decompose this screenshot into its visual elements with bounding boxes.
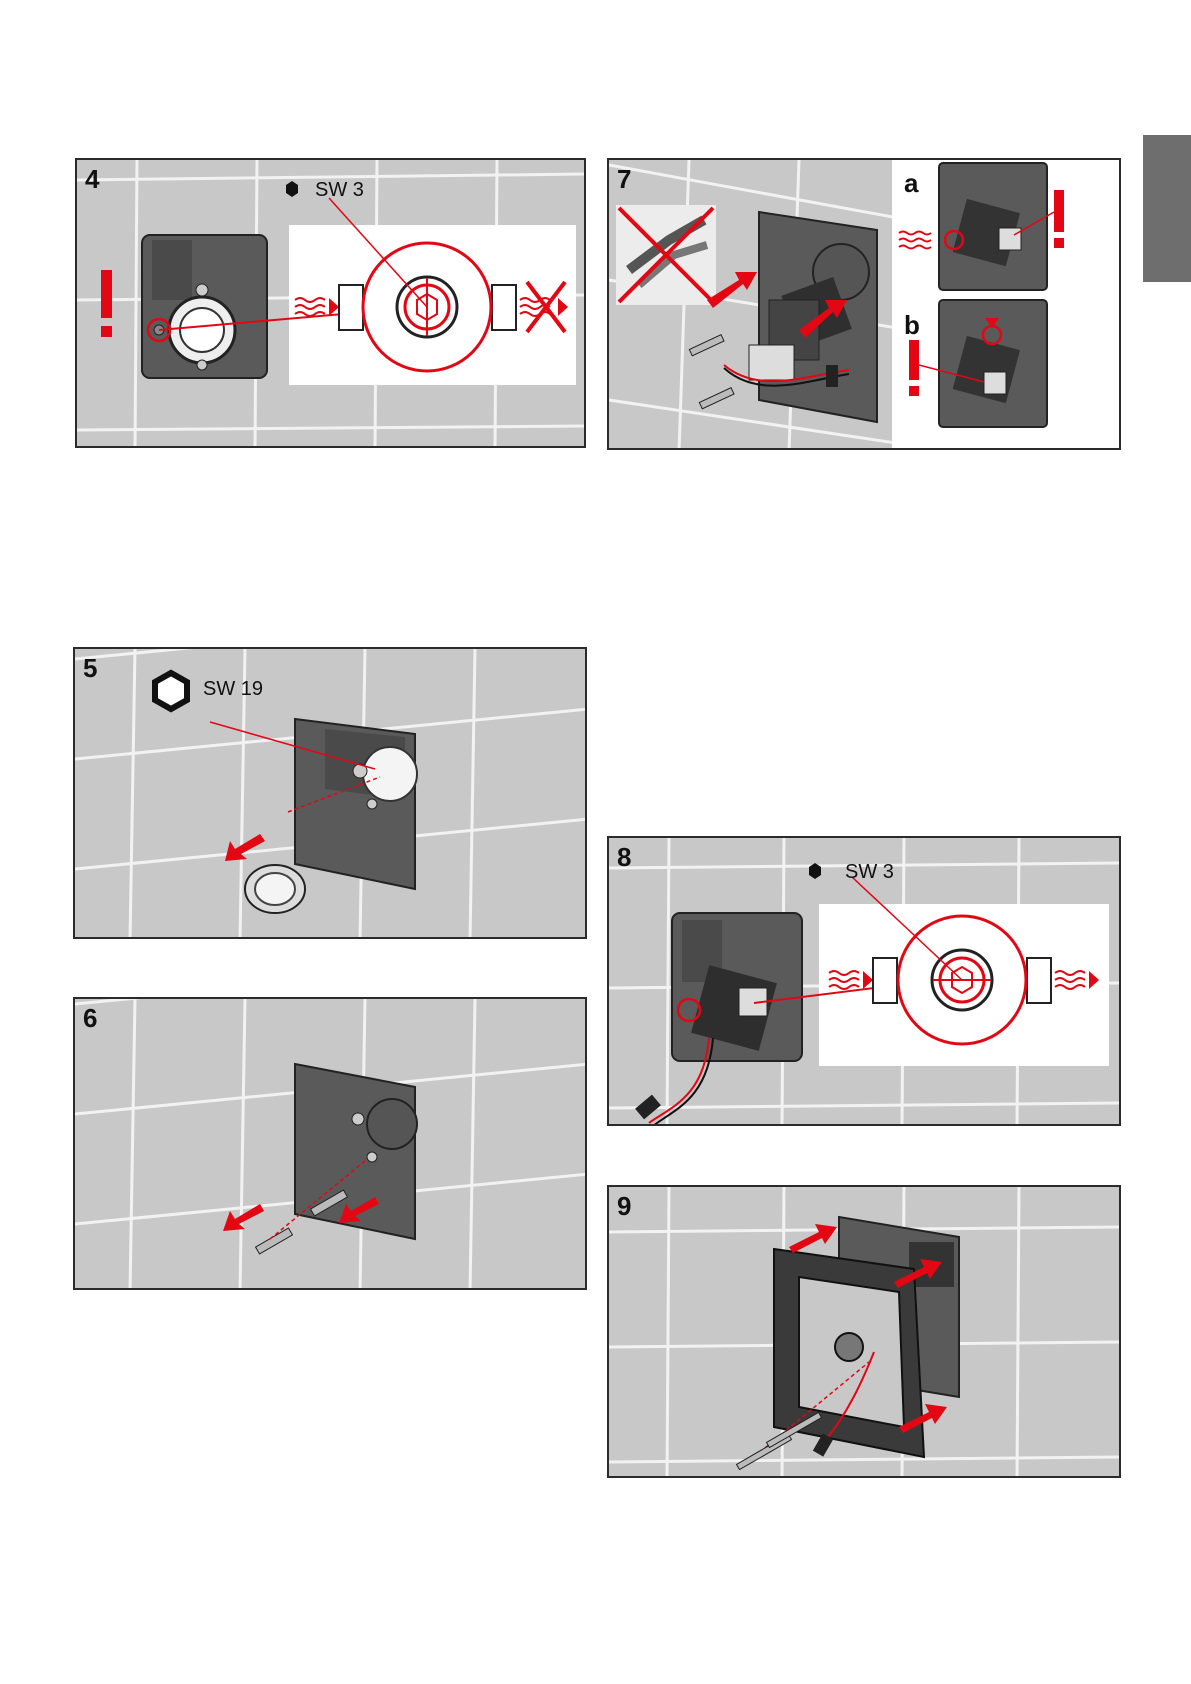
wrench-size-label: SW 3 (315, 179, 364, 202)
substep-b-label: b (904, 310, 920, 341)
step-9-panel: 9 (607, 1185, 1121, 1478)
wrench-size-label: SW 19 (203, 678, 263, 701)
step-7-illustration (609, 160, 1121, 450)
step-5-illustration (75, 649, 587, 939)
step-number: 6 (83, 1003, 97, 1034)
step-number: 9 (617, 1191, 631, 1222)
step-8-panel: 8 SW 3 (607, 836, 1121, 1126)
step-6-illustration (75, 999, 587, 1290)
step-6-panel: 6 (73, 997, 587, 1290)
substep-a-label: a (904, 168, 918, 199)
step-4-illustration (77, 160, 586, 448)
step-number: 4 (85, 164, 99, 195)
step-4-panel: 4 SW 3 (75, 158, 586, 448)
step-9-illustration (609, 1187, 1121, 1478)
step-7-panel: 7 a b (607, 158, 1121, 450)
step-number: 7 (617, 164, 631, 195)
step-number: 8 (617, 842, 631, 873)
wrench-size-label: SW 3 (845, 861, 894, 884)
section-tab (1143, 135, 1191, 282)
step-5-panel: 5 SW 19 (73, 647, 587, 939)
step-number: 5 (83, 653, 97, 684)
